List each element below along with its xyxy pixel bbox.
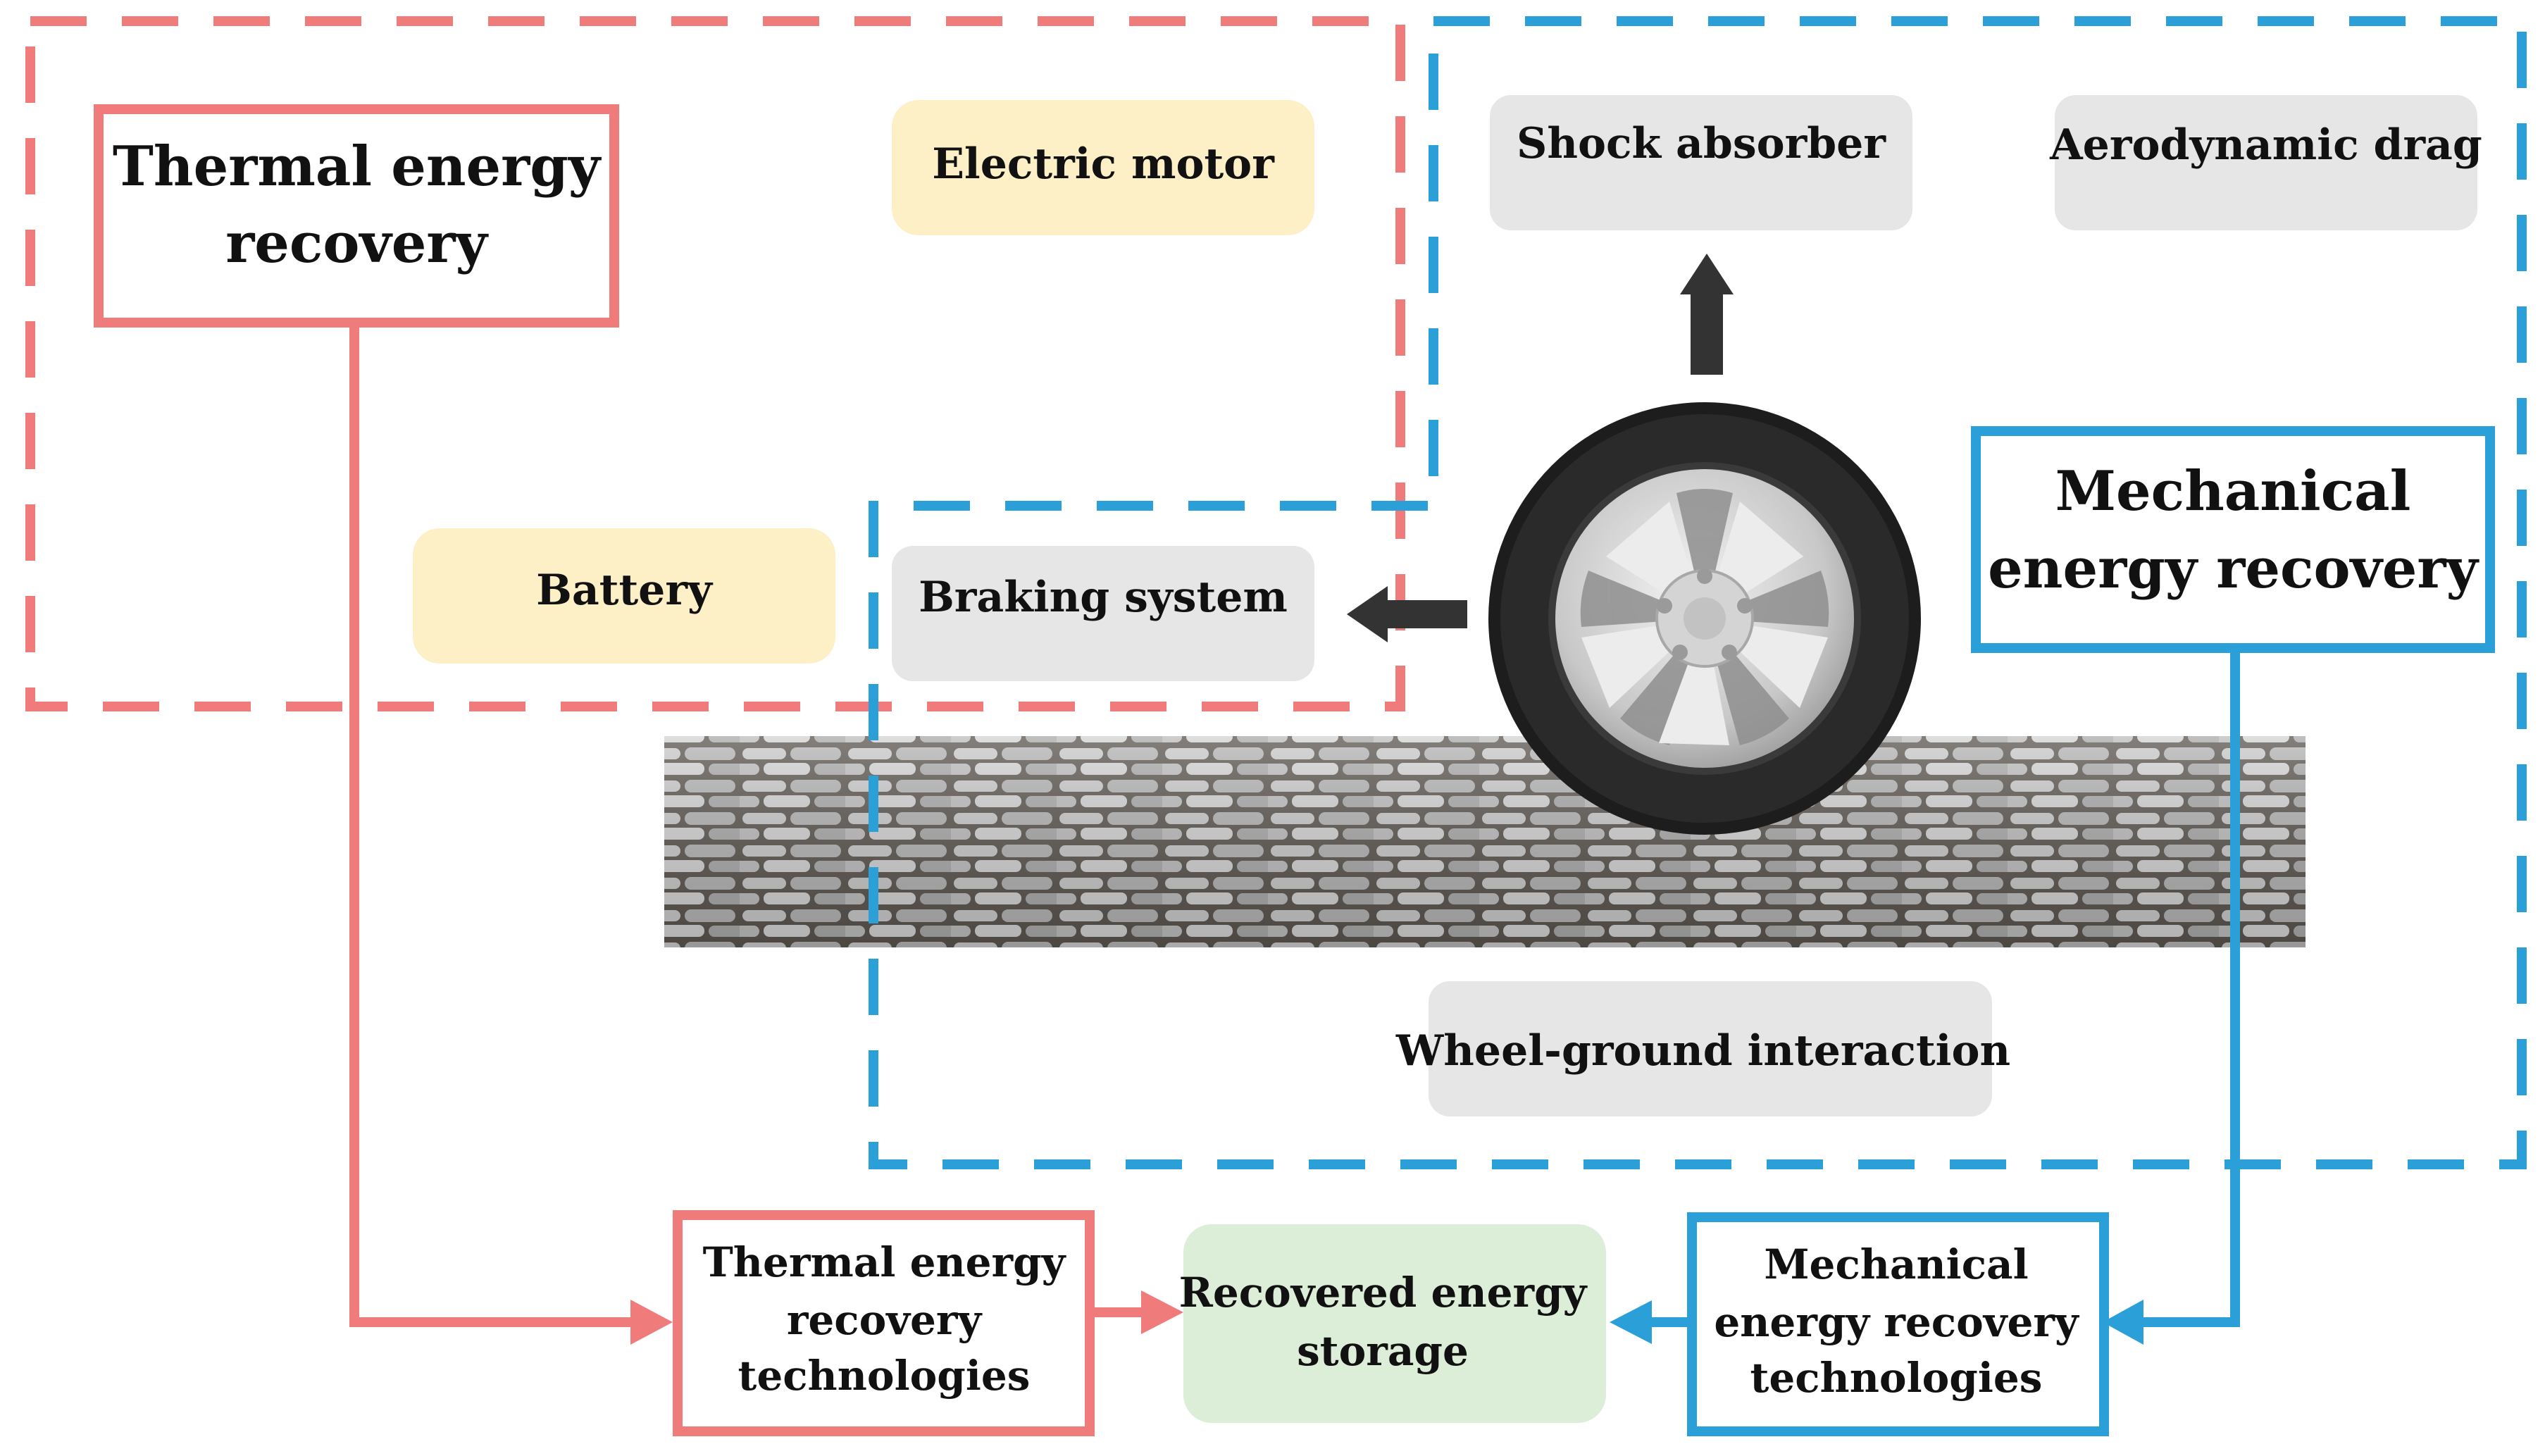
- aerodynamic-drag-label: Aerodynamic drag: [2049, 120, 2482, 170]
- mechanical-tech-line-3: technologies: [1750, 1354, 2043, 1402]
- thermal-tech-line-3: technologies: [738, 1352, 1031, 1400]
- electric-motor-box: Electric motor: [892, 100, 1314, 235]
- shock-absorber-box: Shock absorber: [1490, 95, 1912, 230]
- aerodynamic-drag-box: Aerodynamic drag: [2049, 95, 2482, 230]
- mechanical-tech-box: Mechanical energy recovery technologies: [1687, 1212, 2109, 1436]
- wheel-ground-label: Wheel-ground interaction: [1395, 1026, 2010, 1076]
- shock-absorber-label: Shock absorber: [1517, 119, 1886, 168]
- road-surface: [664, 736, 2306, 947]
- car-wheel-icon: [1488, 402, 1921, 835]
- wheel-ground-interaction-box: Wheel-ground interaction: [1395, 981, 2010, 1116]
- mechanical-title-line-2: energy recovery: [1988, 537, 2479, 601]
- storage-line-1: Recovered energy: [1179, 1269, 1588, 1317]
- thermal-tech-line-2: recovery: [787, 1296, 983, 1344]
- electric-motor-label: Electric motor: [932, 139, 1275, 189]
- thermal-connector-line: [349, 321, 634, 1327]
- thermal-recovery-title-box: Thermal energy recovery: [94, 104, 619, 328]
- up-arrow-icon: [1680, 254, 1734, 375]
- storage-line-2: storage: [1297, 1327, 1469, 1375]
- mechanical-to-storage-arrowhead: [1610, 1300, 1652, 1344]
- mechanical-connector-line: [2139, 648, 2240, 1327]
- mechanical-recovery-title-box: Mechanical energy recovery: [1971, 426, 2495, 653]
- thermal-title-line-2: recovery: [225, 211, 489, 275]
- recovered-energy-storage-box: Recovered energy storage: [1179, 1224, 1606, 1423]
- mechanical-connector-arrowhead: [2103, 1300, 2143, 1345]
- mechanical-tech-line-2: energy recovery: [1714, 1298, 2080, 1346]
- left-arrow-icon: [1347, 586, 1467, 642]
- braking-system-box: Braking system: [892, 546, 1314, 681]
- battery-label: Battery: [536, 566, 714, 615]
- thermal-connector-arrowhead: [630, 1300, 673, 1345]
- mechanical-title-line-1: Mechanical: [2055, 459, 2411, 523]
- thermal-to-storage-arrowhead: [1141, 1290, 1183, 1334]
- mechanical-tech-line-1: Mechanical: [1764, 1240, 2028, 1288]
- battery-box: Battery: [413, 528, 835, 664]
- thermal-tech-line-1: Thermal energy: [703, 1238, 1067, 1286]
- thermal-region-boundary: [25, 16, 1405, 711]
- mechanical-region-boundary: [869, 16, 2527, 1169]
- braking-system-label: Braking system: [919, 573, 1288, 622]
- thermal-title-line-1: Thermal energy: [113, 135, 602, 199]
- thermal-tech-box: Thermal energy recovery technologies: [673, 1210, 1095, 1436]
